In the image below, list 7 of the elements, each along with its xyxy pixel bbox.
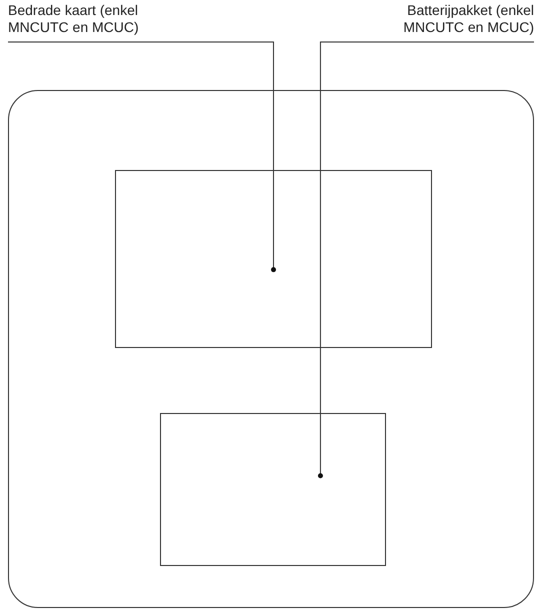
leader-line xyxy=(318,42,534,478)
leader-line xyxy=(8,42,276,272)
callout-label: Bedrade kaart (enkel MNCUTC en MCUC) xyxy=(8,2,176,42)
frame-box xyxy=(115,170,432,348)
callout-label: Batterijpakket (enkel MNCUTC en MCUC) xyxy=(366,2,534,42)
frame-box xyxy=(160,413,386,566)
frame-box xyxy=(8,90,534,608)
